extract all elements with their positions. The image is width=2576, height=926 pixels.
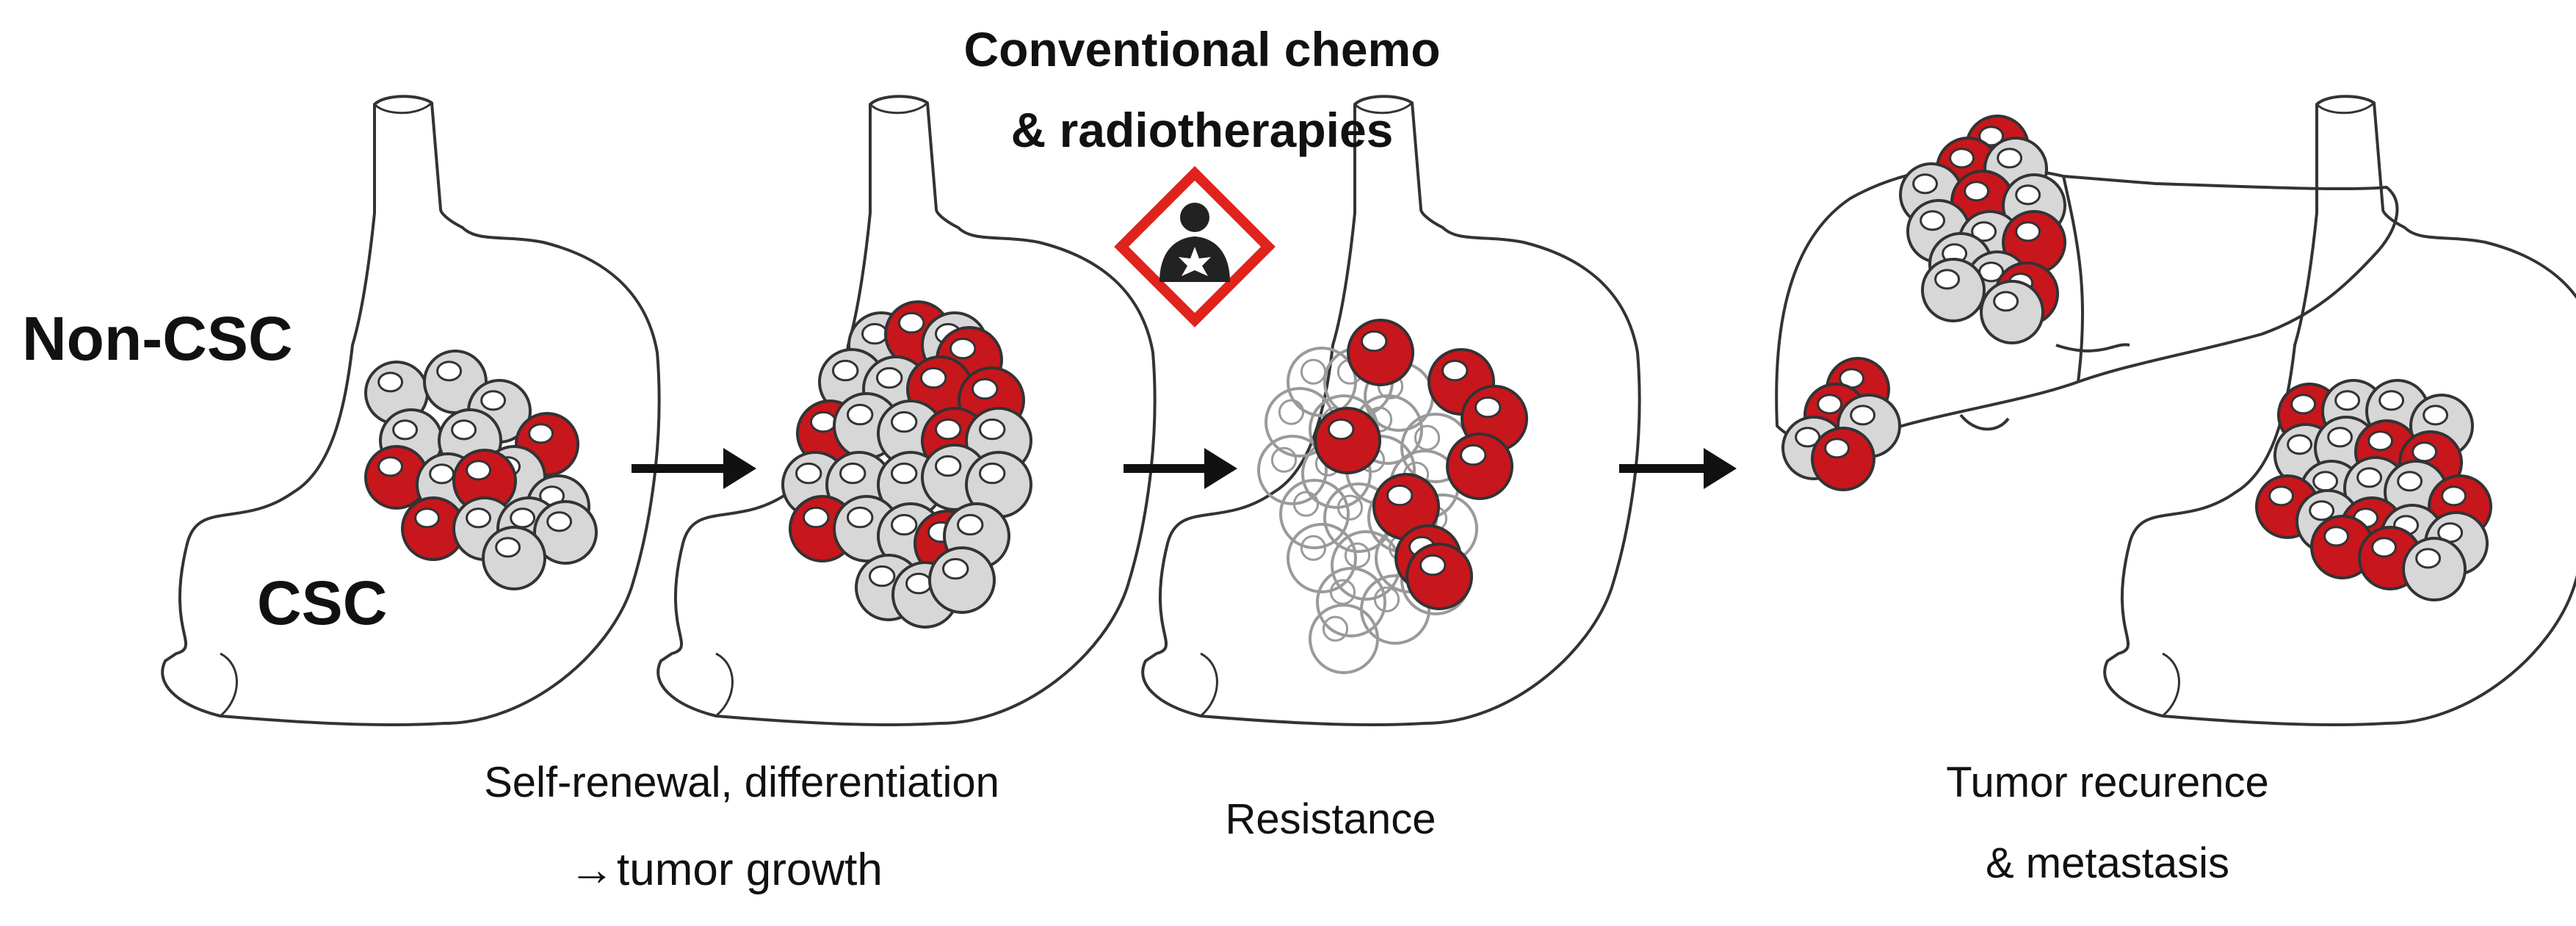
arrow-right-2 (1124, 448, 1237, 489)
non-csc-label: Non-CSC (22, 304, 293, 373)
csc-cell (2002, 210, 2066, 275)
recurrence-caption-line-1: Tumor recurence (1946, 759, 2268, 806)
csc-cell (1347, 319, 1414, 386)
ghost-cell (1257, 435, 1328, 505)
non-csc-cell (482, 526, 546, 590)
non-csc-cell (1980, 280, 2044, 344)
non-csc-cell (533, 500, 598, 565)
growth-caption-line-2: tumor growth (617, 844, 883, 895)
tumor-cluster-3 (1314, 319, 1528, 610)
liver-outline (1775, 164, 2399, 445)
metastasis-caption: & metastasis (1986, 839, 2229, 887)
arrow-right-3 (1619, 448, 1737, 489)
metastasis-cluster-small (1781, 357, 1901, 491)
tumor-cluster-4 (2255, 379, 2492, 601)
non-csc-cell (928, 546, 996, 614)
tumor-cluster-1 (364, 350, 598, 590)
csc-cell (452, 449, 517, 513)
ghost-cell (1309, 604, 1379, 674)
growth-arrow-glyph: → (569, 844, 615, 895)
ghost-cell (1279, 479, 1350, 549)
resistance-caption: Resistance (1226, 795, 1436, 843)
csc-label: CSC (257, 568, 387, 637)
metastasis-cluster-liver (1899, 115, 2066, 344)
arrow-right-1 (632, 448, 756, 489)
csc-cell (1314, 407, 1381, 474)
non-csc-cell (1921, 258, 1986, 322)
ghost-cell (1331, 530, 1401, 601)
non-csc-cell (2402, 537, 2467, 601)
ghost-cell (1287, 523, 1357, 593)
health-hazard-icon (1114, 166, 1276, 328)
growth-caption-line-1: Self-renewal, differentiation (484, 759, 999, 806)
therapy-title-line-1: Conventional chemo (963, 22, 1440, 76)
csc-cell (1446, 433, 1513, 500)
csc-cell (1811, 427, 1875, 491)
tumor-cluster-2 (781, 300, 1032, 629)
therapy-title-line-2: & radiotherapies (1011, 103, 1394, 157)
csc-cell (364, 445, 429, 510)
csc-cell (1405, 543, 1473, 610)
